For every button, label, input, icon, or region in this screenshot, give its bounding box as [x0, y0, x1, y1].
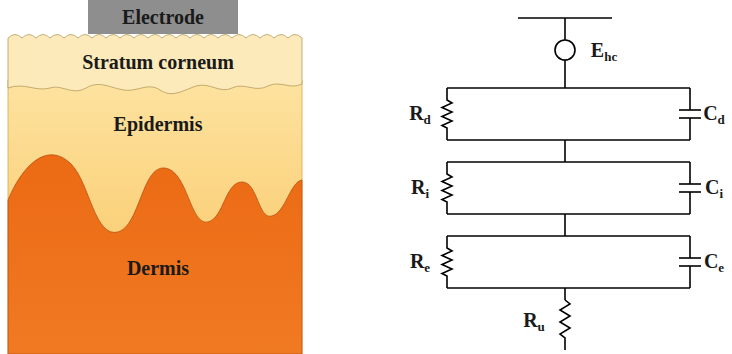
layer-label: Electrode — [122, 6, 204, 28]
rc-block — [442, 88, 701, 140]
wire — [689, 88, 691, 110]
component-label: Re — [410, 250, 430, 275]
wire — [447, 213, 690, 215]
epidermis-layer — [8, 80, 302, 354]
rc-block — [442, 162, 701, 214]
dermis-layer — [8, 155, 302, 354]
wire — [447, 87, 690, 89]
wire — [447, 161, 690, 163]
layer-label: Dermis — [127, 257, 189, 279]
capacitor-symbol — [679, 109, 701, 111]
wire — [689, 266, 691, 288]
resistor-symbol — [560, 300, 570, 350]
wire — [564, 60, 566, 88]
wire — [447, 287, 690, 289]
wire — [447, 235, 690, 237]
component-label: Rd — [409, 102, 431, 127]
equivalent-circuit — [442, 18, 701, 350]
wire — [689, 192, 691, 214]
half-cell-source — [555, 40, 575, 60]
wire — [447, 139, 690, 141]
wire — [564, 214, 566, 236]
layer-label: Stratum corneum — [82, 51, 234, 73]
stratum-corneum-layer — [8, 35, 302, 94]
layer-label: Epidermis — [114, 113, 203, 135]
wire — [689, 162, 691, 184]
skin-illustration — [8, 0, 302, 354]
electrode-plate — [88, 0, 238, 34]
component-label: Ehc — [591, 39, 617, 64]
resistor-symbol — [442, 236, 452, 288]
resistor-symbol — [442, 162, 452, 214]
wire — [689, 118, 691, 140]
capacitor-symbol — [679, 183, 701, 185]
wire — [689, 236, 691, 258]
component-label: Ri — [411, 176, 429, 201]
component-label: Cd — [703, 102, 725, 127]
component-label: Ce — [704, 250, 724, 275]
wire — [564, 140, 566, 162]
wire — [564, 18, 566, 40]
resistor-symbol — [442, 88, 452, 140]
electrode-box: Electrode — [88, 0, 238, 34]
capacitor-symbol — [679, 257, 701, 259]
component-label: Ru — [523, 309, 545, 334]
wire — [564, 288, 566, 300]
rc-block — [442, 236, 701, 288]
component-label: Ci — [705, 176, 723, 201]
